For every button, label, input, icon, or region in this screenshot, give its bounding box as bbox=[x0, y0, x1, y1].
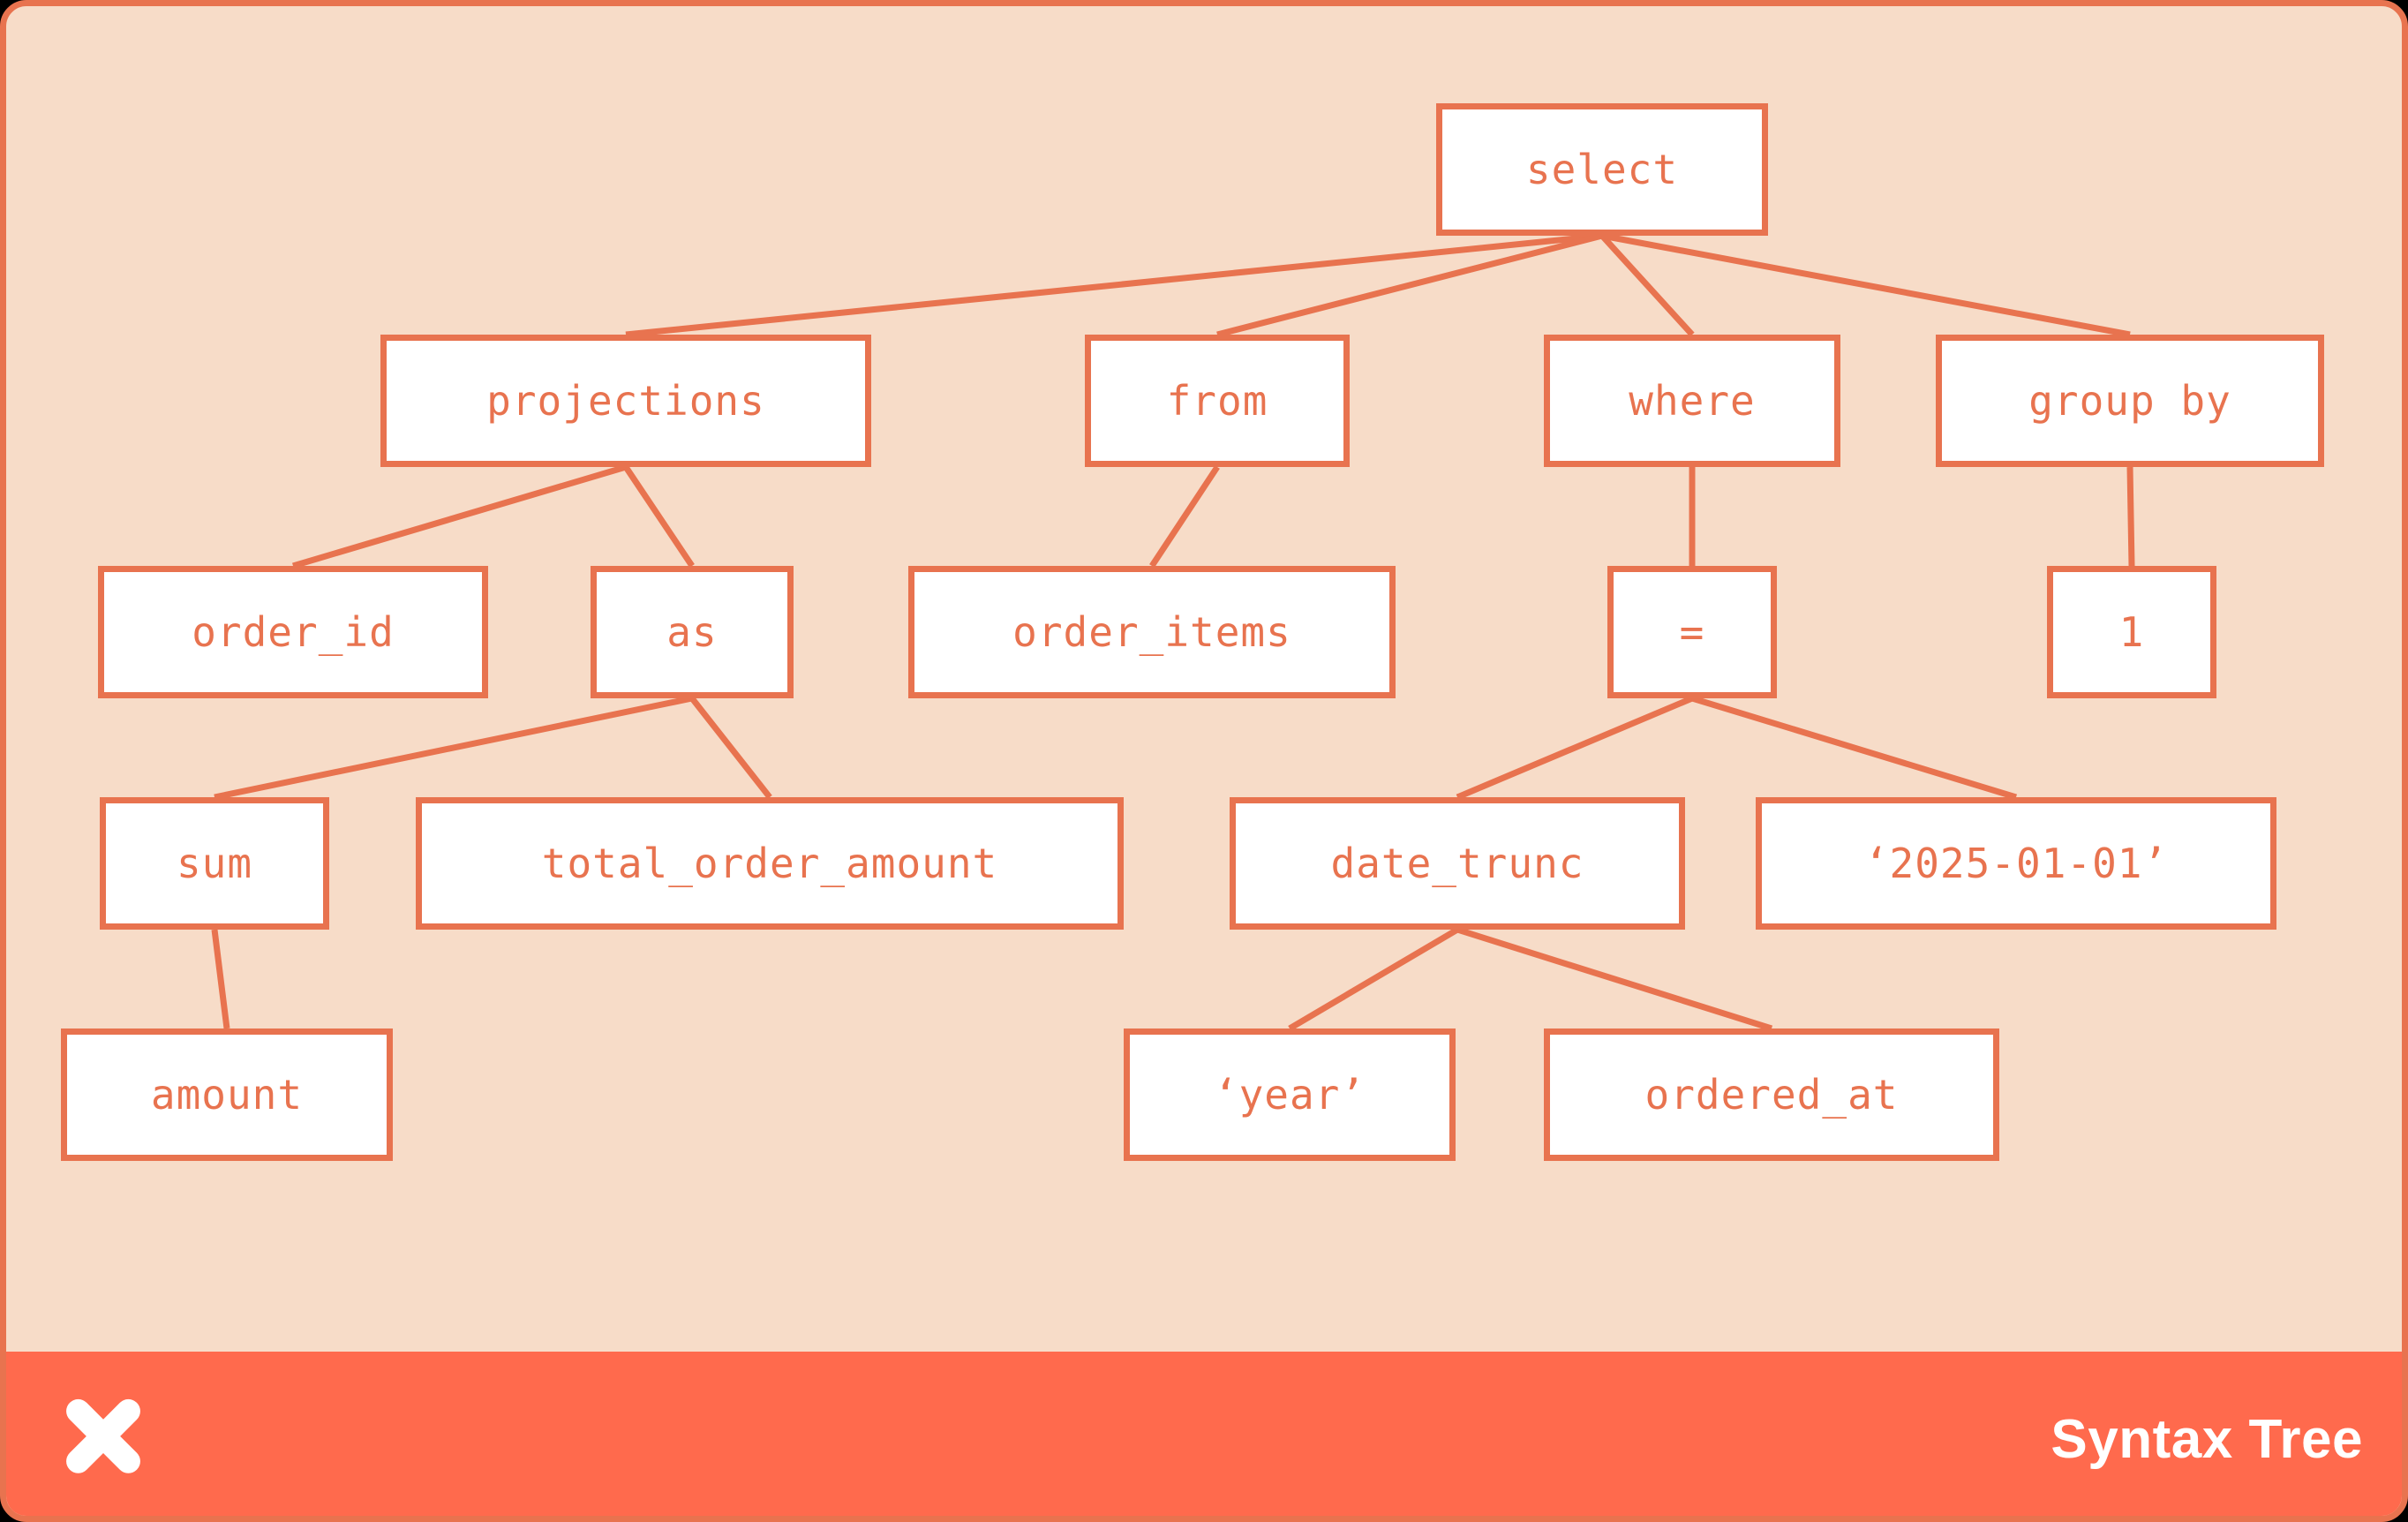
tree-edge bbox=[2126, 466, 2135, 567]
tree-node-group-by[interactable]: group by bbox=[1936, 335, 2324, 467]
tree-node-label: ‘year’ bbox=[1213, 1071, 1366, 1119]
syntax-tree-canvas: select projections from where group by order_… bbox=[6, 6, 2402, 1352]
tree-edge bbox=[1288, 926, 1459, 1032]
tree-edge bbox=[1216, 232, 1603, 338]
tree-node-label: group by bbox=[2028, 377, 2231, 425]
tree-node-order-items[interactable]: order_items bbox=[908, 566, 1396, 698]
tree-node-total-order-amount[interactable]: total_order_amount bbox=[416, 797, 1124, 930]
tree-node-label: ‘2025-01-01’ bbox=[1863, 840, 2169, 887]
tree-node-projections[interactable]: projections bbox=[380, 335, 871, 467]
tree-node-label: select bbox=[1525, 146, 1679, 193]
tree-node-ordered-at[interactable]: ordered_at bbox=[1544, 1028, 1999, 1161]
tree-node-date-literal[interactable]: ‘2025-01-01’ bbox=[1756, 797, 2276, 930]
tree-node-amount[interactable]: amount bbox=[61, 1028, 393, 1161]
tree-node-label: date_trunc bbox=[1330, 840, 1584, 887]
tree-edge bbox=[1601, 232, 2131, 338]
tree-node-label: total_order_amount bbox=[541, 840, 998, 887]
tree-edge bbox=[214, 695, 693, 801]
tree-node-label: ordered_at bbox=[1644, 1071, 1899, 1119]
tree-node-label: order_items bbox=[1012, 608, 1291, 656]
tree-edge bbox=[1599, 233, 1695, 337]
tree-edge bbox=[1149, 465, 1220, 568]
tree-node-label: sum bbox=[176, 840, 253, 887]
tree-node-date-trunc[interactable]: date_trunc bbox=[1230, 797, 1685, 930]
tree-node-label: 1 bbox=[2118, 608, 2145, 656]
tree-node-label: order_id bbox=[192, 608, 395, 656]
tree-edge bbox=[1456, 926, 1773, 1032]
tree-edge bbox=[292, 463, 627, 569]
tree-node-one[interactable]: 1 bbox=[2047, 566, 2216, 698]
x-star-logo-icon bbox=[66, 1398, 140, 1473]
tree-edge bbox=[623, 465, 695, 568]
tree-edge bbox=[1456, 695, 1694, 801]
tree-node-label: as bbox=[666, 608, 718, 656]
footer-bar: Syntax Tree bbox=[6, 1352, 2402, 1516]
tree-edge bbox=[211, 929, 230, 1029]
footer-title: Syntax Tree bbox=[2051, 1409, 2363, 1470]
tree-node-as[interactable]: as bbox=[591, 566, 794, 698]
tree-node-label: from bbox=[1166, 377, 1268, 425]
tree-node-sum[interactable]: sum bbox=[100, 797, 329, 930]
tree-edge bbox=[689, 696, 772, 800]
tree-node-where[interactable]: where bbox=[1544, 335, 1840, 467]
tree-node-label: = bbox=[1679, 608, 1705, 656]
tree-node-label: amount bbox=[150, 1071, 304, 1119]
tree-node-from[interactable]: from bbox=[1085, 335, 1350, 467]
tree-node-select[interactable]: select bbox=[1436, 103, 1768, 236]
tree-node-eq[interactable]: = bbox=[1607, 566, 1777, 698]
tree-node-order-id[interactable]: order_id bbox=[98, 566, 488, 698]
tree-node-label: projections bbox=[486, 377, 765, 425]
tree-node-year-literal[interactable]: ‘year’ bbox=[1124, 1028, 1456, 1161]
tree-edge bbox=[1690, 695, 2018, 801]
tree-node-label: where bbox=[1629, 377, 1756, 425]
tree-edge bbox=[625, 232, 1603, 338]
